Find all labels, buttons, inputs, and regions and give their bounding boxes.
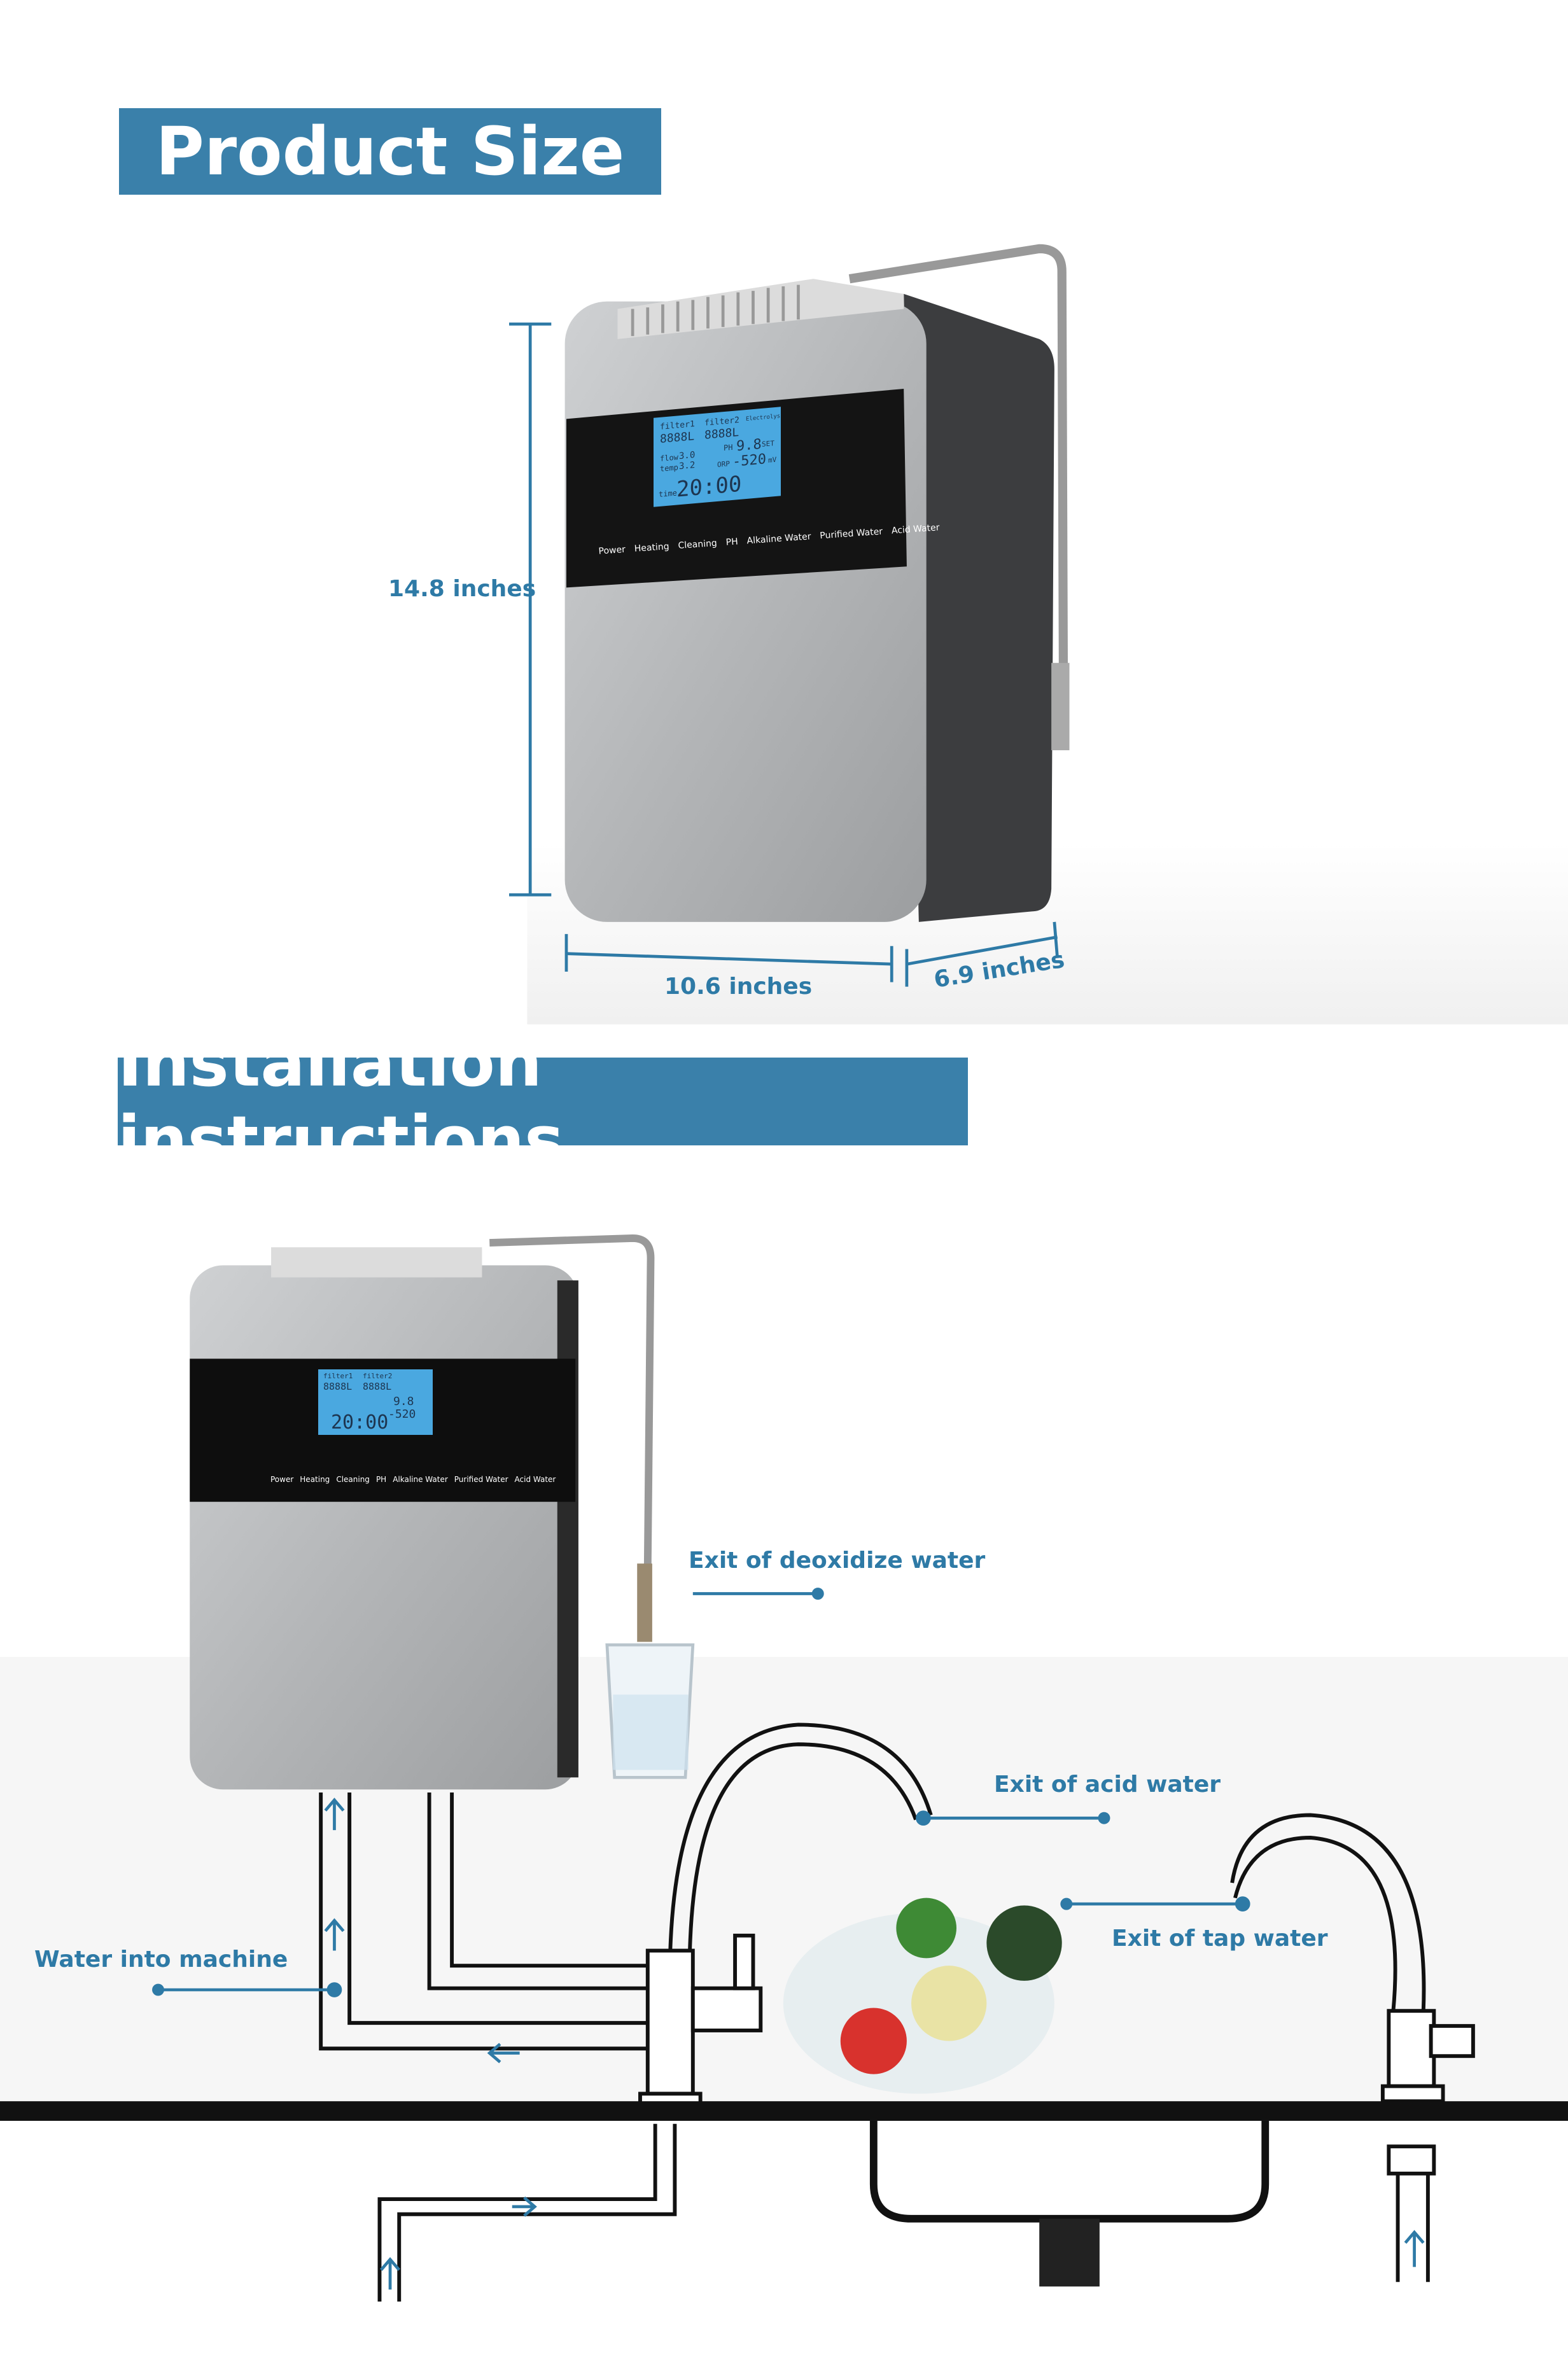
power-button[interactable]: Power [270, 1475, 294, 1484]
height-dimension-label: 14.8 inches [388, 576, 536, 602]
acid-water-exit-label: Exit of acid water [994, 1772, 1221, 1798]
flow-arrows [324, 1798, 1425, 2290]
flow-label: flow [660, 452, 678, 463]
cleaning-button[interactable]: Cleaning [336, 1475, 370, 1484]
water-inlet-label: Water into machine [34, 1946, 288, 1973]
product-size-banner: Product Size [119, 108, 661, 195]
ph-button[interactable]: PH [725, 536, 739, 548]
dimension-lines [509, 322, 1059, 987]
set-label: SET [762, 439, 774, 449]
orp-value: -520 [388, 1408, 416, 1421]
countertop [0, 2101, 1568, 2121]
ph-button[interactable]: PH [375, 1475, 387, 1484]
filter1-value: 8888L [660, 430, 695, 446]
drain [1039, 2218, 1100, 2287]
power-button[interactable]: Power [598, 544, 626, 557]
pipes [319, 1792, 1430, 2302]
orp-unit: mV [768, 455, 777, 465]
filter2-value: 8888L [704, 426, 739, 442]
acid-water-button[interactable]: Acid Water [514, 1475, 556, 1484]
product-size-title: Product Size [155, 113, 625, 190]
water-glass-icon [605, 1643, 695, 1779]
tap-faucet [1230, 1813, 1475, 2176]
control-buttons-front: Power Heating Cleaning PH Alkaline Water… [270, 1475, 556, 1484]
water-ionizer-3d [564, 244, 1070, 922]
label-leaders [152, 1588, 1250, 1997]
heating-button[interactable]: Heating [300, 1475, 330, 1484]
orp-value: -520 [732, 451, 766, 470]
filter2-label: filter2 [363, 1372, 393, 1380]
time-label: time [659, 488, 677, 500]
installation-title: Installation instructions [118, 1024, 564, 1179]
ph-label: PH [724, 442, 733, 453]
orp-label: ORP [717, 459, 730, 469]
sink [869, 2120, 1270, 2223]
lcd-display-3d: filter1 filter2 8888L 8888L Electrolysis… [654, 407, 781, 507]
fruit-bowl [783, 1897, 1062, 2094]
lcd-display-front: filter1 filter2 8888L 8888L 9.8 -520 20:… [318, 1369, 433, 1435]
temp-value: 3.2 [679, 460, 696, 472]
filter1-value: 8888L [323, 1381, 353, 1392]
water-ionizer-front [190, 1234, 655, 1790]
filter1-label: filter1 [323, 1372, 353, 1380]
deoxidize-water-exit-label: Exit of deoxidize water [689, 1548, 986, 1574]
temp-label: temp [660, 463, 678, 473]
time-value: 20:00 [676, 471, 742, 503]
ph-value: 9.8 [393, 1395, 414, 1408]
tap-water-exit-label: Exit of tap water [1112, 1925, 1328, 1952]
filter2-value: 8888L [363, 1381, 392, 1392]
electrolysis-label: Electrolysis [746, 412, 781, 423]
purified-water-button[interactable]: Purified Water [454, 1475, 508, 1484]
width-dimension-label: 10.6 inches [664, 974, 813, 1000]
alkaline-water-button[interactable]: Alkaline Water [393, 1475, 448, 1484]
time-value: 20:00 [331, 1411, 389, 1434]
installation-banner: Installation instructions [118, 1024, 968, 1179]
